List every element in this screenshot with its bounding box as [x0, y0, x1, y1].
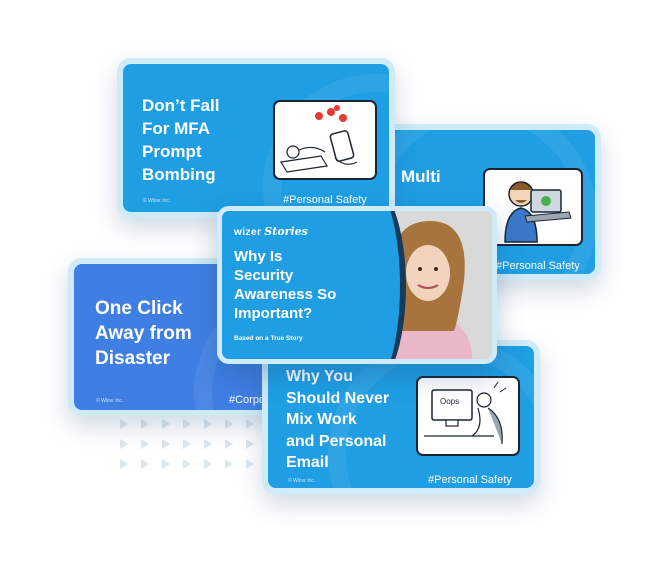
play-triangle-icon: [246, 419, 254, 429]
play-triangle-icon: [183, 459, 191, 469]
play-triangle-icon: [204, 419, 212, 429]
play-triangle-icon: [162, 459, 170, 469]
play-triangle-icon: [225, 419, 233, 429]
sleeping-person-phone-icon: [280, 105, 358, 173]
play-triangle-icon: [141, 419, 149, 429]
play-triangle-icon: [162, 439, 170, 449]
stories-logo-text: Stories: [264, 225, 308, 238]
feature-title: Why Is Security Awareness So Important?: [234, 248, 337, 322]
play-triangle-icon: [141, 459, 149, 469]
play-triangle-icon: [246, 439, 254, 449]
card-multi-title-fragment: Multi: [401, 167, 441, 186]
play-triangle-icon: [225, 459, 233, 469]
card-mix-work-personal-email[interactable]: Why You Should Never Mix Work and Person…: [262, 340, 540, 494]
wizer-logo-text: wizer: [234, 227, 262, 238]
play-triangle-icon: [162, 419, 170, 429]
feature-text-panel: wizer Stories Why Is Security Awareness …: [222, 211, 372, 359]
play-triangle-icon: [246, 459, 254, 469]
card-mfa-illustration: [273, 100, 377, 180]
card-mfa-prompt-bombing[interactable]: Don’t Fall For MFA Prompt Bombing © Wize…: [117, 58, 395, 218]
card-mfa-title: Don’t Fall For MFA Prompt Bombing: [142, 96, 220, 184]
play-triangle-icon: [120, 459, 128, 469]
card-multi-illustration: [483, 168, 583, 246]
card-multi-hashtag: #Personal Safety: [496, 260, 580, 272]
card-one-click-hashtag: #Corpo: [229, 394, 266, 406]
card-email-hashtag: #Personal Safety: [428, 474, 512, 486]
card-mfa-copyright: © Wizer Inc.: [143, 198, 171, 204]
play-triangle-icon: [120, 439, 128, 449]
decorative-play-dots: [120, 419, 270, 475]
card-wizer-stories-feature[interactable]: wizer Stories Why Is Security Awareness …: [217, 206, 497, 364]
play-triangle-icon: [120, 419, 128, 429]
card-email-illustration: Oops: [416, 376, 520, 456]
play-triangle-icon: [183, 439, 191, 449]
card-mfa-hashtag: #Personal Safety: [283, 194, 367, 206]
card-email-copyright: © Wizer Inc.: [288, 478, 316, 484]
feature-subtitle: Based on a True Story: [234, 335, 303, 342]
wizer-stories-logo: wizer Stories: [234, 225, 308, 238]
play-triangle-icon: [141, 439, 149, 449]
play-triangle-icon: [225, 439, 233, 449]
person-at-computer-icon: [424, 381, 507, 445]
man-with-laptop-icon: [504, 181, 572, 243]
play-triangle-icon: [204, 439, 212, 449]
card-one-click-copyright: © Wizer Inc.: [96, 398, 124, 404]
card-email-title: Why You Should Never Mix Work and Person…: [286, 368, 390, 471]
play-triangle-icon: [204, 459, 212, 469]
card-email-illustration-text: Oops: [440, 397, 460, 406]
play-triangle-icon: [183, 419, 191, 429]
card-one-click-title: One Click Away from Disaster: [95, 298, 192, 369]
